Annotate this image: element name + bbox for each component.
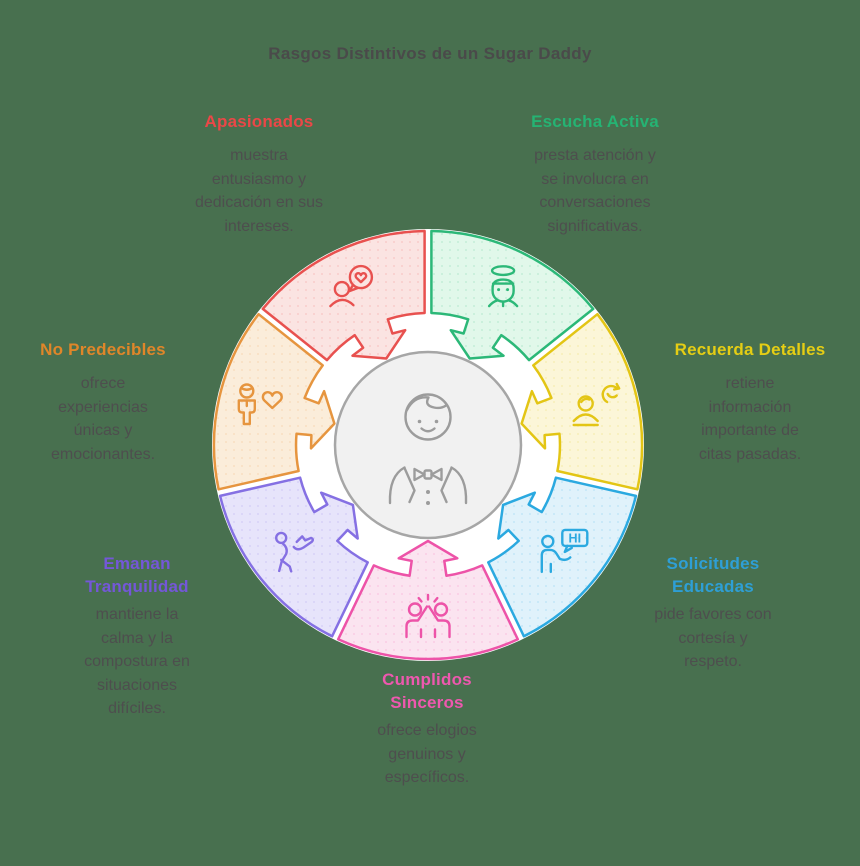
- trait-block-no-predecibles: No Predecibles ofrece experiencias única…: [8, 338, 198, 466]
- person-heart-icon: [237, 383, 283, 426]
- trait-block-solicitudes-educadas: Solicitudes Educadas pide favores con co…: [613, 552, 813, 674]
- svg-text:HI: HI: [569, 531, 582, 545]
- groom-icon: [388, 393, 468, 505]
- high-five-icon: [405, 593, 451, 639]
- trait-block-emanan-tranquilidad: Emanan Tranquilidad mantiene la calma y …: [27, 552, 247, 721]
- trait-heading: Solicitudes Educadas: [666, 554, 760, 596]
- trait-heading: No Predecibles: [40, 340, 166, 359]
- trait-body: ofrece elogios genuinos y específicos.: [377, 722, 477, 786]
- wheel-segment-emanan: [218, 476, 369, 638]
- trait-block-cumplidos-sinceros: Cumplidos Sinceros ofrece elogios genuin…: [327, 668, 527, 790]
- trait-heading: Cumplidos Sinceros: [382, 670, 472, 712]
- trait-body: muestra entusiasmo y dedicación en sus i…: [194, 147, 324, 235]
- calm-figure-icon: [275, 531, 315, 573]
- trait-body: retiene información importante de citas …: [698, 375, 802, 463]
- trait-body: pide favores con cortesía y respeto.: [654, 606, 772, 670]
- trait-heading: Apasionados: [204, 112, 314, 131]
- trait-heading: Recuerda Detalles: [674, 340, 826, 359]
- trait-block-recuerda-detalles: Recuerda Detalles retiene información im…: [655, 338, 845, 466]
- trait-body: mantiene la calma y la compostura en sit…: [84, 606, 190, 717]
- wheel-segment-solicitudes: [487, 476, 638, 638]
- page-title: Rasgos Distintivos de un Sugar Daddy: [268, 44, 592, 63]
- trait-block-escucha-activa: Escucha Activa presta atención y se invo…: [485, 110, 705, 238]
- halo-listener-icon: [487, 265, 519, 308]
- wheel-center-circle: [333, 350, 523, 540]
- hi-greeting-icon: HI: [540, 528, 589, 574]
- wheel-segment-nopredecibles: [212, 312, 336, 491]
- trait-heading: Escucha Activa: [531, 112, 659, 131]
- trait-body: presta atención y se involucra en conver…: [534, 147, 656, 235]
- trait-body: ofrece experiencias únicas y emocionante…: [50, 375, 156, 463]
- trait-block-apasionados: Apasionados muestra entusiasmo y dedicac…: [159, 110, 359, 238]
- trait-heading: Emanan Tranquilidad: [85, 554, 189, 596]
- memory-refresh-icon: [572, 382, 621, 427]
- love-speech-icon: [329, 264, 374, 308]
